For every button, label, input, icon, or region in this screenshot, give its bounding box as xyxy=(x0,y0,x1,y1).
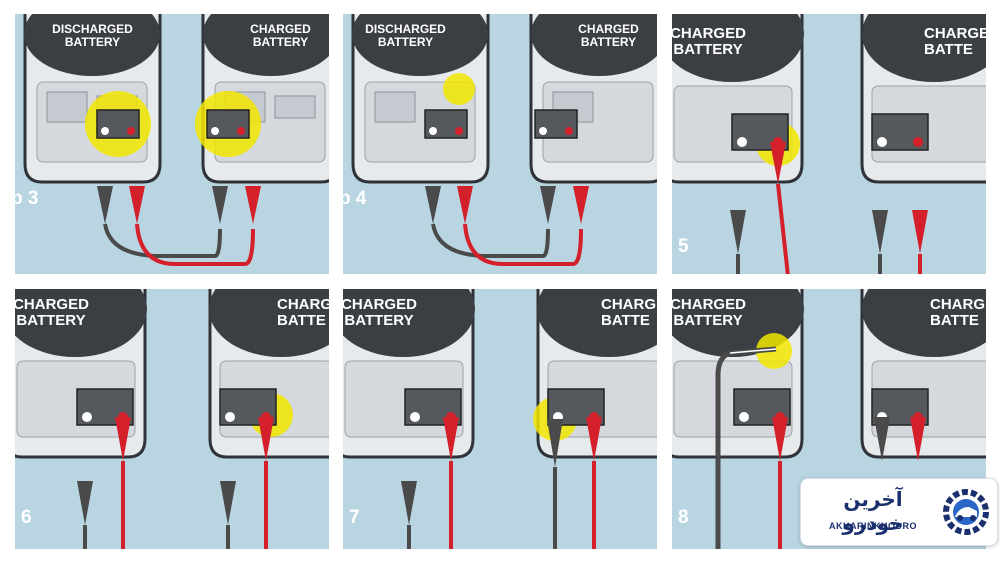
diagram-panel-step-4: DISCHARGED BATTERY CHARGED BATTERY p 4 xyxy=(343,14,657,274)
car-label-left: CHARGED BATTERY xyxy=(672,296,746,329)
diagram-panel-step-7: CHARGED BATTERY CHARGE BATTE 7 xyxy=(343,289,657,549)
cars-illustration xyxy=(672,289,986,549)
step-number: 6 xyxy=(21,507,32,528)
logo-subtitle: AKHARINKHODRO xyxy=(829,521,917,531)
diagram-panel-step-5: CHARGED BATTERY CHARGED BATTE 5 xyxy=(672,14,986,274)
cars-illustration xyxy=(23,14,329,266)
car-label-right: CHARGED BATTE xyxy=(924,25,986,58)
car-label-right: CHARGE BATTE xyxy=(277,296,329,329)
car-label-right: CHARGED BATTERY xyxy=(250,22,311,49)
step-number: 7 xyxy=(349,507,360,528)
logo-name: آخرین خودرو xyxy=(842,487,904,535)
step-number: p 4 xyxy=(343,188,367,209)
cars-illustration xyxy=(15,289,329,549)
diagram-panel-step-6: CHARGED BATTERY CHARGE BATTE 6 xyxy=(15,289,329,549)
car-label-left: CHARGED BATTERY xyxy=(343,296,417,329)
highlight-ground-point xyxy=(443,73,475,105)
car-label-left: CHARGED BATTERY xyxy=(15,296,89,329)
step-number: 5 xyxy=(678,236,689,257)
cars-illustration xyxy=(351,14,657,266)
step-number: p 3 xyxy=(15,188,39,209)
car-label-right: CHARGE BATTE xyxy=(930,296,986,329)
car-label-left: CHARGED BATTERY xyxy=(672,25,746,58)
car-label-left: DISCHARGED BATTERY xyxy=(52,22,133,49)
car-label-left: DISCHARGED BATTERY xyxy=(365,22,446,49)
cars-illustration xyxy=(343,289,657,549)
car-label-right: CHARGE BATTE xyxy=(601,296,657,329)
step-number: 8 xyxy=(678,507,689,528)
car-label-right: CHARGED BATTERY xyxy=(578,22,639,49)
gear-car-icon xyxy=(943,489,989,535)
cars-illustration xyxy=(672,14,986,274)
brand-logo: آخرین خودرو AKHARINKHODRO xyxy=(800,478,998,546)
diagram-panel-step-3: DISCHARGED BATTERY CHARGED BATTERY p 3 xyxy=(15,14,329,274)
